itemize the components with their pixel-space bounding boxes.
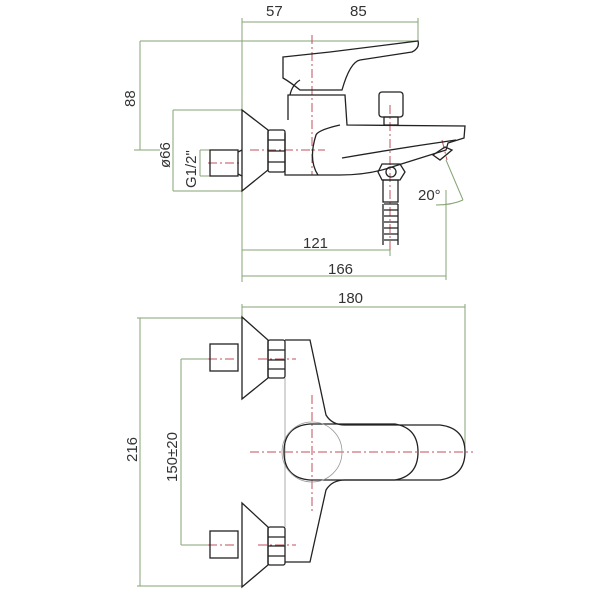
side-outline bbox=[209, 40, 466, 245]
side-dimension-lines bbox=[134, 18, 464, 282]
top-outline bbox=[209, 315, 466, 589]
side-dimension-labels: 57 85 88 ø66 G1/2" 20° 121 166 bbox=[122, 3, 441, 278]
top-dimension-lines bbox=[137, 304, 466, 587]
dim-121-label: 121 bbox=[303, 235, 328, 252]
side-centerlines bbox=[208, 35, 448, 250]
dim-diameter-label: ø66 bbox=[157, 142, 174, 168]
dim-216-label: 216 bbox=[124, 437, 141, 462]
top-view: 180 216 150±20 bbox=[124, 290, 473, 589]
dim-150-label: 150±20 bbox=[164, 432, 181, 482]
dim-57-label: 57 bbox=[266, 3, 283, 20]
dim-angle-label: 20° bbox=[418, 187, 441, 204]
dim-88-label: 88 bbox=[122, 90, 139, 107]
dim-thread-label: G1/2" bbox=[183, 150, 200, 188]
dim-166-label: 166 bbox=[328, 261, 353, 278]
side-view: 57 85 88 ø66 G1/2" 20° 121 166 bbox=[122, 3, 466, 282]
top-dimension-labels: 180 216 150±20 bbox=[124, 290, 363, 482]
top-centerlines bbox=[208, 358, 473, 546]
dim-180-label: 180 bbox=[338, 290, 363, 307]
dim-85-label: 85 bbox=[350, 3, 367, 20]
